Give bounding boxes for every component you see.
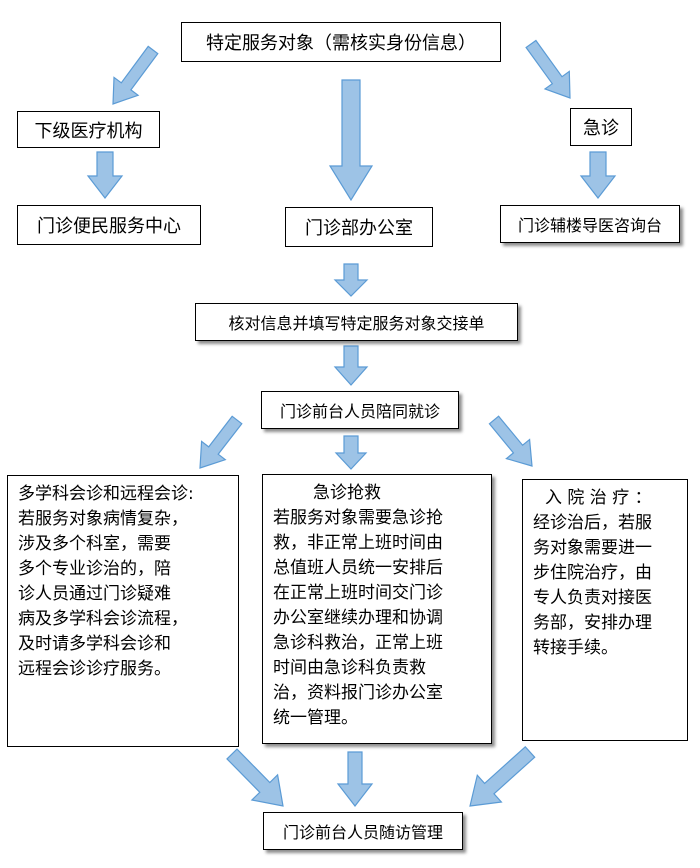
detail-line: 若服务对象需要急诊抢 [273,508,443,528]
detail-line: 在正常上班时间交门诊 [273,583,443,603]
detail-line: 务部，安排办理 [533,613,652,633]
arrow-to-hospital-admission [488,415,533,467]
arrow-to-emergency [525,39,571,99]
node-specific-service-target: 特定服务对象（需核实身份信息） [181,22,501,62]
detail-title: 入 院 治 疗 ： [545,488,652,508]
detail-hospital-admission: 入 院 治 疗 ： 经诊治后，若服务对象需要进一步住院治疗，由专人负责对接医务部，… [522,479,688,741]
detail-title: 急诊抢救 [313,483,381,503]
detail-line: 务对象需要进一 [533,538,652,558]
detail-line: 专人负责对接医 [533,588,652,608]
detail-line: 转接手续。 [533,638,618,658]
arrow-from-emergency-rescue [336,751,374,807]
arrow-from-hospital-admission [469,745,536,807]
detail-line: 若服务对象病情复杂， [18,509,188,529]
detail-line: 时间由急诊科负责救 [273,658,426,678]
arrow-to-emergency-rescue [334,435,368,470]
arrow-to-lower-institution [112,45,159,105]
detail-line: 急诊科救治，正常上班 [273,633,443,653]
arrow-to-verify-form [333,263,369,297]
detail-line: 救，非正常上班时间由 [273,533,443,553]
detail-line: 步住院治疗，由 [533,563,652,583]
detail-line: 经诊治后，若服 [533,513,652,533]
detail-title: 多学科会诊和远程会诊: [18,484,194,504]
detail-multidisciplinary-consultation: 多学科会诊和远程会诊: 若服务对象病情复杂， 涉及多个科室，需要多个专业诊治的，陪诊… [7,475,239,747]
node-convenience-service-center: 门诊便民服务中心 [17,205,201,245]
node-emergency: 急诊 [570,108,632,146]
arrow-to-outpatient-office [328,79,374,202]
arrow-from-multidisciplinary [226,748,284,807]
detail-line: 办公室继续办理和协调 [273,608,443,628]
arrow-to-consultation-desk [579,151,617,199]
node-verify-and-fill-form: 核对信息并填写特定服务对象交接单 [195,303,518,341]
detail-emergency-rescue: 急诊抢救若服务对象需要急诊抢救，非正常上班时间由总值班人员统一安排后在正常上班时… [262,474,492,744]
node-front-desk-followup: 门诊前台人员随访管理 [263,812,463,850]
detail-line: 病及多学科会诊流程， [18,609,188,629]
arrow-to-multidisciplinary [199,415,243,469]
node-outpatient-office: 门诊部办公室 [285,207,433,247]
detail-line: 统一管理。 [273,708,358,728]
arrow-to-accompany [333,345,369,386]
node-front-desk-accompany: 门诊前台人员陪同就诊 [261,391,459,429]
node-lower-medical-institution: 下级医疗机构 [17,111,160,148]
detail-line: 总值班人员统一安排后 [273,558,443,578]
detail-line: 诊人员通过门诊疑难 [18,584,171,604]
detail-line: 远程会诊诊疗服务。 [18,659,171,679]
detail-line: 涉及多个科室，需要 [18,534,171,554]
detail-line: 及时请多学科会诊和 [18,634,171,654]
detail-line: 治，资料报门诊办公室 [273,683,443,703]
arrow-to-convenience-center [86,151,124,199]
node-consultation-desk: 门诊辅楼导医咨询台 [500,205,680,243]
detail-line: 多个专业诊治的，陪 [18,559,171,579]
